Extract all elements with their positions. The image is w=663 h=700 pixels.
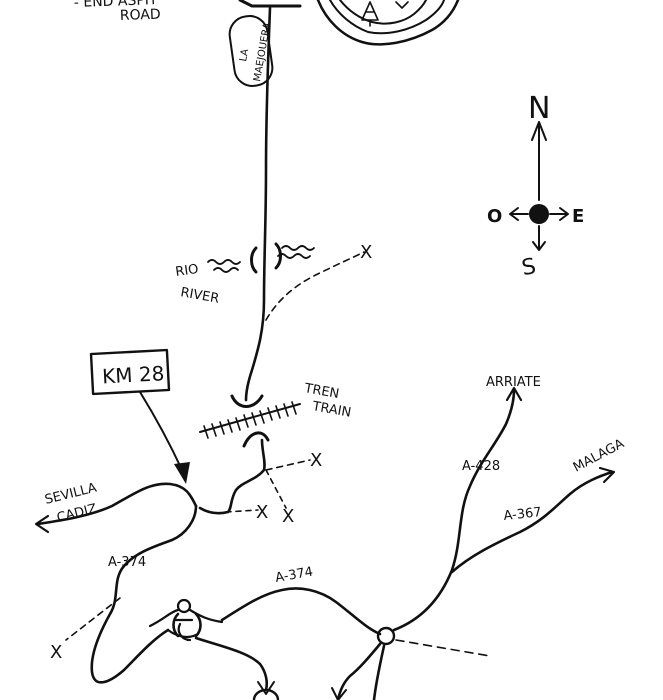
end-road-label-line2: ROAD: [120, 7, 161, 24]
la-maejouera-line1: LA: [238, 48, 251, 63]
road-a374-to-sevilla: [36, 482, 198, 526]
road-a367: [450, 470, 614, 574]
dashed-track-x2: [265, 469, 287, 509]
road-a374-south: [90, 504, 198, 684]
km-28-label: KM 28: [102, 361, 165, 388]
river-label-es: RIO: [174, 262, 199, 280]
bridge-left-bracket: [250, 246, 258, 274]
cadiz-label: CADIZ: [55, 501, 98, 525]
compass-center: [529, 204, 549, 224]
main-track: [244, 6, 272, 402]
river-wave-right-1: [281, 245, 315, 251]
dashed-track-east: [395, 639, 491, 657]
road-a374-mid: [220, 587, 382, 636]
x-marker-2: X: [282, 506, 294, 527]
sevilla-arrow-head: [34, 514, 50, 534]
arriate-label: ARRIATE: [486, 375, 541, 390]
road-east-south-arrow: [331, 687, 347, 700]
road-a374-mid-label: A-374: [274, 565, 314, 586]
compass-north-arrow: [531, 121, 547, 201]
road-east-south-2: [372, 644, 386, 700]
roundabout-west-lanes: [148, 608, 224, 642]
dashed-track-river: [265, 251, 365, 321]
roundabout-west: [176, 598, 192, 614]
compass-rose: N O E S: [487, 91, 584, 281]
road-south-west-arrow: [257, 681, 275, 695]
river-wave-right-2: [277, 253, 311, 259]
railway-ties: [203, 401, 297, 439]
road-south-west: [194, 636, 269, 692]
malaga-label: MALAGA: [571, 436, 627, 475]
road-a428: [392, 388, 516, 632]
rail-bridge-bottom: [242, 431, 270, 448]
dashed-track-x3: [225, 509, 259, 513]
road-a428-label: A-428: [462, 459, 500, 474]
train-label-es: TREN: [302, 381, 340, 402]
building-outline-outer: [316, 0, 460, 46]
dashed-track-x1: [265, 459, 311, 471]
road-a374-left-label: A-374: [108, 555, 146, 570]
km-28-pointer: [139, 391, 183, 471]
building-mark-icon: [395, 1, 409, 9]
arriate-arrow-head: [505, 386, 523, 402]
river-wave-left-2: [213, 267, 239, 273]
river-wave-left-1: [207, 259, 241, 265]
end-road-label-line1: - END ASPH: [74, 0, 156, 11]
rail-bridge-top: [230, 394, 264, 408]
dashed-track-x4: [65, 597, 121, 641]
railway-line: [199, 403, 301, 433]
x-marker-river: X: [360, 242, 372, 263]
malaga-arrow-head: [598, 466, 616, 484]
bridge-right-bracket: [274, 242, 282, 270]
building-outline-inner: [339, 0, 427, 25]
compass-west-arrow: [509, 207, 529, 221]
km-28-box: [89, 348, 171, 396]
end-road-marker: [238, 0, 302, 8]
compass-west: O: [487, 206, 502, 227]
train-label-en: TRAIN: [310, 399, 352, 421]
x-marker-4: X: [50, 642, 62, 663]
tree-icon: [361, 1, 379, 27]
road-east-south: [336, 642, 382, 700]
building-outline-mid: [329, 0, 445, 35]
river-label-en: RIVER: [179, 285, 220, 307]
km-28-pointer-head: [174, 462, 190, 484]
track-below-train: [198, 438, 266, 515]
x-marker-1: X: [310, 450, 322, 471]
compass-south: S: [520, 254, 538, 281]
compass-east: E: [572, 206, 584, 227]
compass-north: N: [528, 91, 550, 126]
compass-south-arrow: [532, 225, 546, 251]
road-a367-label: A-367: [503, 505, 542, 524]
x-marker-3: X: [256, 502, 268, 523]
compass-east-arrow: [549, 207, 569, 221]
bottom-roundabout-fragment: [252, 688, 280, 700]
roundabout-west-brackets: [172, 612, 202, 638]
roundabout-east: [376, 626, 396, 646]
